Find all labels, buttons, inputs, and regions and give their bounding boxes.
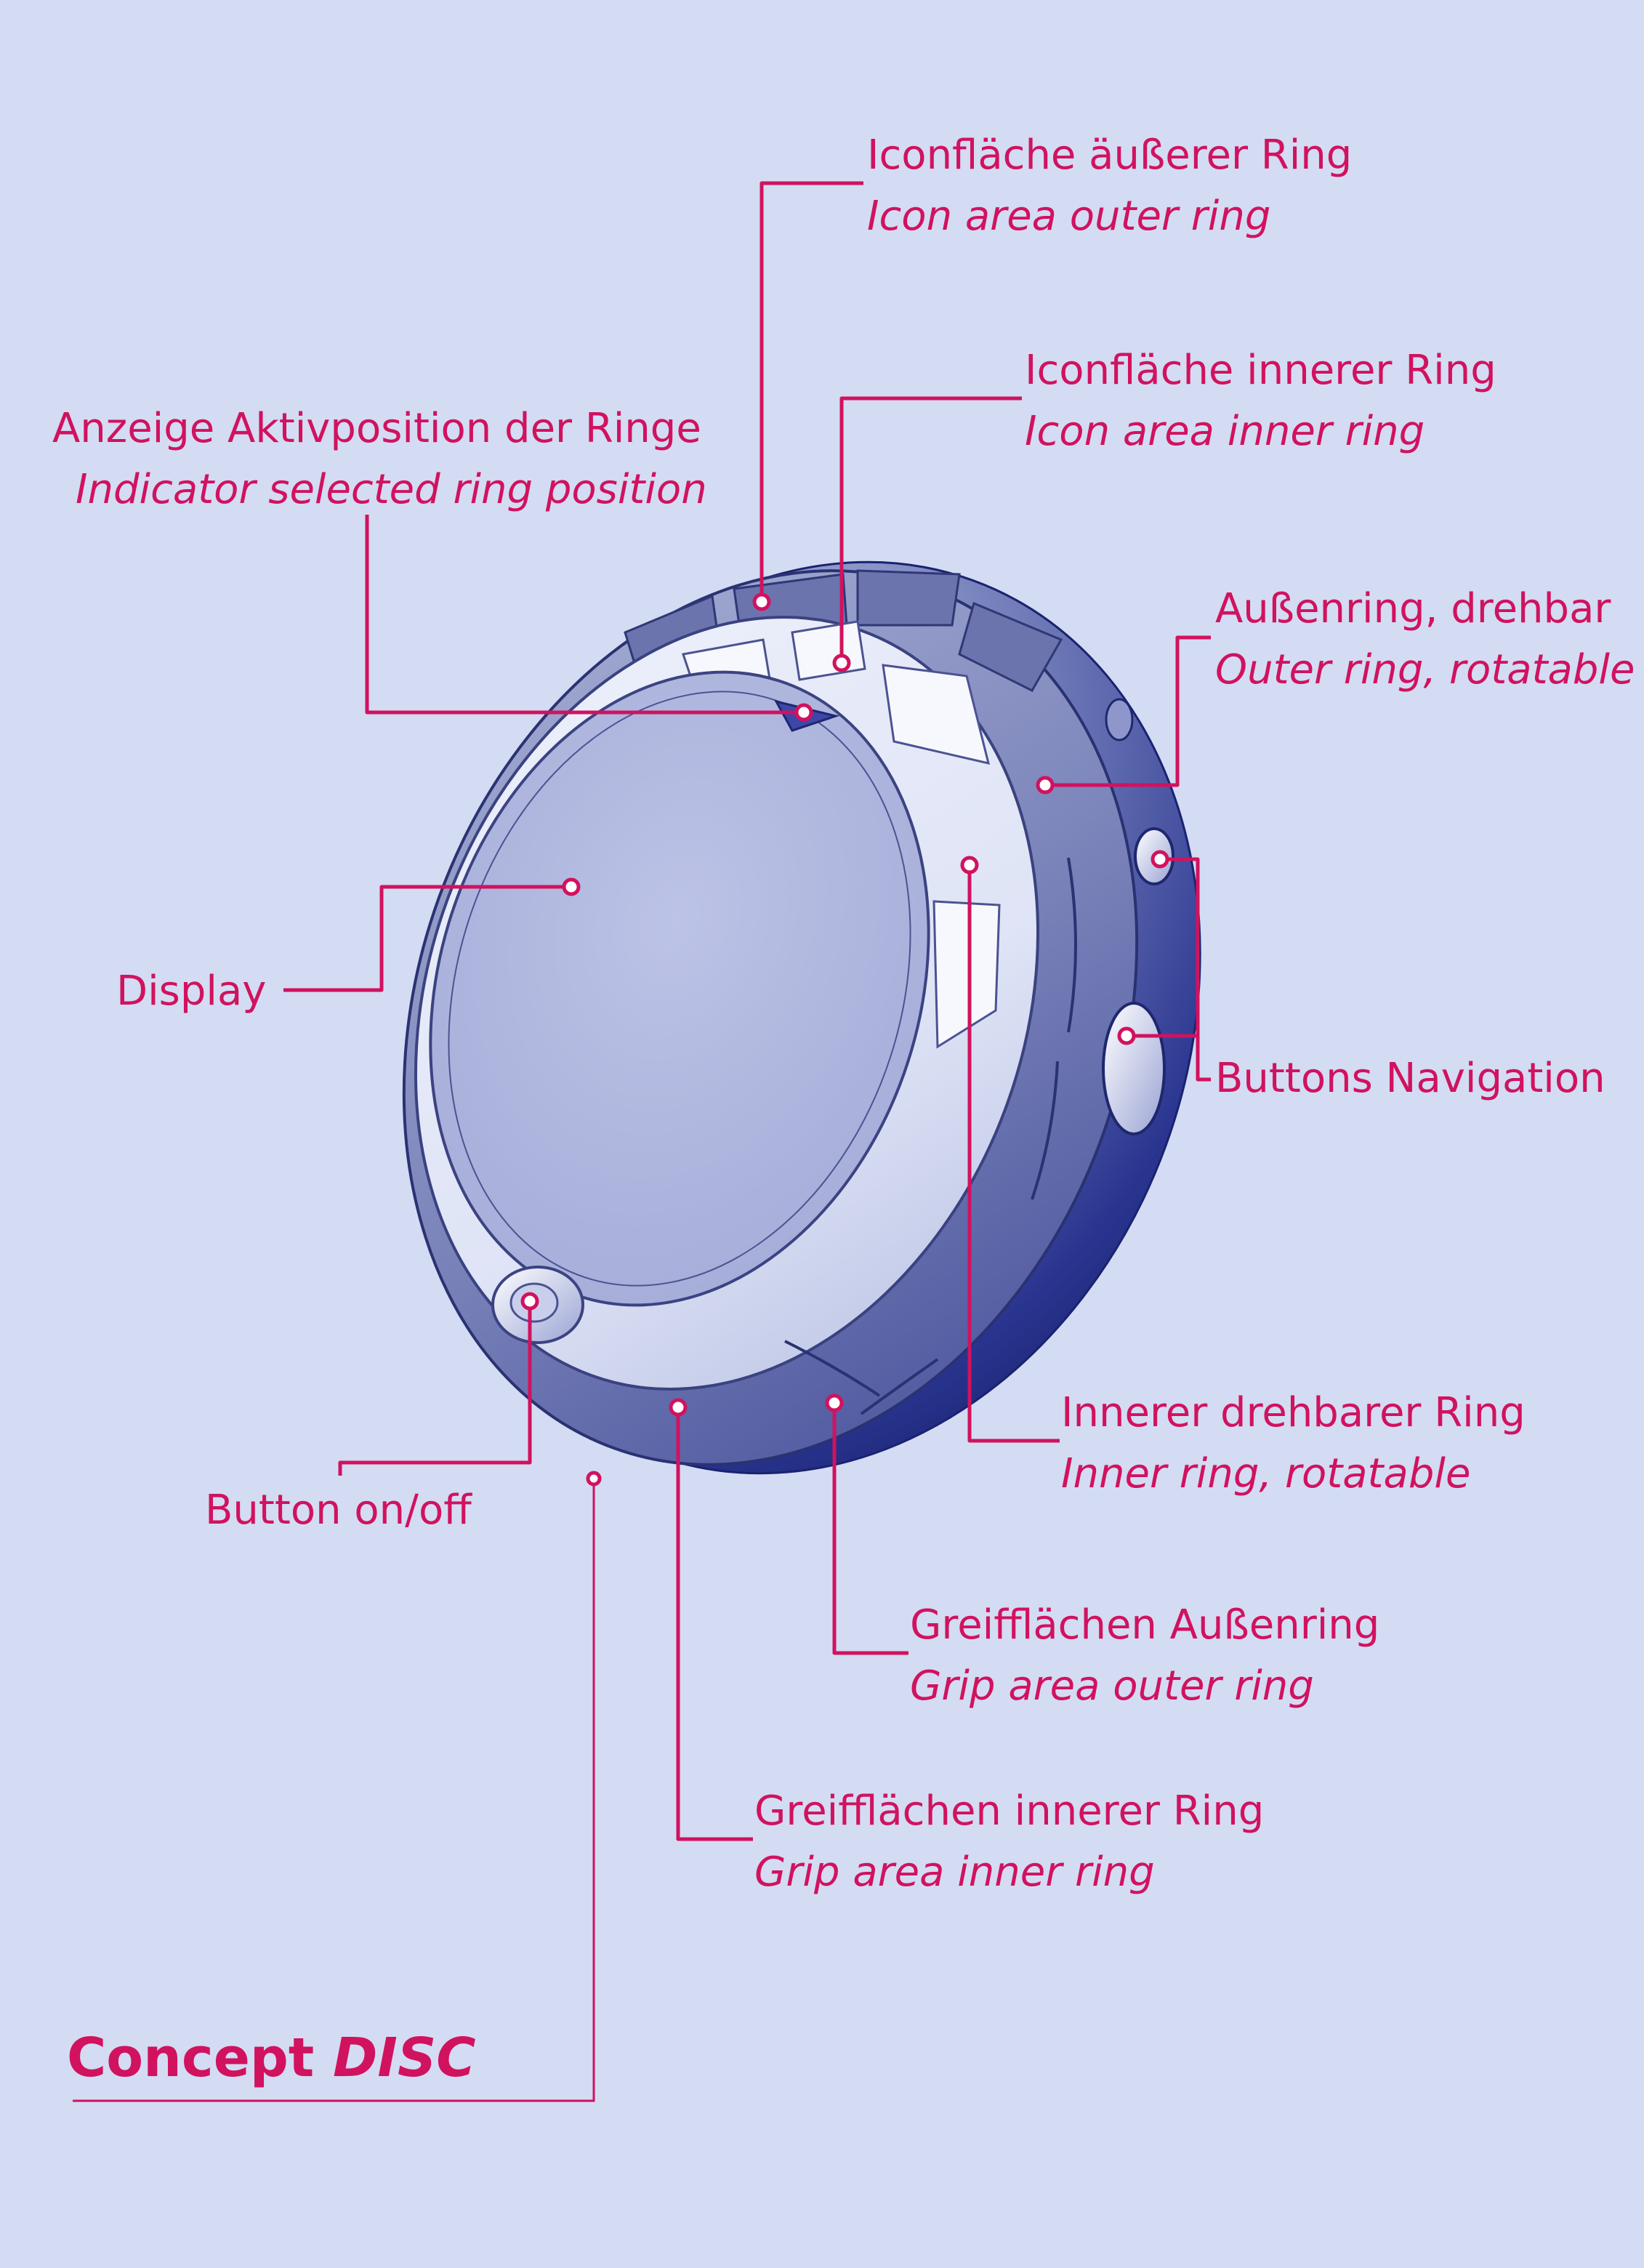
callout-button-on-off: Button on/off — [205, 1487, 472, 1534]
callout-label-de: Display — [116, 968, 266, 1015]
callout-label-de: Anzeige Aktivposition der Ringe — [52, 405, 701, 452]
callout-label-de: Button on/off — [205, 1487, 472, 1534]
callout-label-de: Buttons Navigation — [1215, 1055, 1605, 1102]
callout-label-de: Greifflächen Außenring — [910, 1601, 1379, 1649]
leader-outer-ring — [1045, 635, 1211, 787]
callout-label-en: Icon area outer ring — [867, 193, 1270, 240]
callout-inner-ring: Innerer drehbarer Ring Inner ring, rotat… — [1061, 1389, 1526, 1497]
callout-label-de: Greifflächen innerer Ring — [754, 1788, 1264, 1835]
callout-display: Display — [116, 968, 266, 1015]
grip-areas-shape — [784, 857, 1077, 1415]
callout-grip-inner-ring: Greifflächen innerer Ring Grip area inne… — [754, 1788, 1264, 1896]
callout-label-de: Iconfläche innerer Ring — [1025, 347, 1496, 394]
leader-lines — [73, 181, 1211, 2102]
concept-title-italic: DISC — [333, 2027, 476, 2089]
leader-button-on-off — [338, 1301, 532, 1476]
callout-label-en: Indicator selected ring position — [76, 466, 707, 513]
leader-icon-area-outer-ring — [759, 181, 863, 602]
leader-grip-inner-ring — [676, 1407, 753, 1841]
callout-label-de: Außenring, drehbar — [1215, 585, 1611, 632]
display-shape — [429, 670, 930, 1307]
leader-grip-outer-ring — [832, 1403, 908, 1655]
callout-label-en: Grip area inner ring — [754, 1849, 1155, 1896]
leader-icon-area-inner-ring — [839, 396, 1022, 663]
callout-label-en: Grip area outer ring — [910, 1662, 1314, 1710]
leader-buttons-navigation — [1165, 857, 1211, 1082]
leader-inner-ring — [967, 865, 1060, 1443]
callout-outer-ring: Außenring, drehbar Outer ring, rotatable — [1215, 585, 1635, 693]
callout-label-en: Inner ring, rotatable — [1061, 1450, 1470, 1497]
callout-icon-area-inner-ring: Iconfläche innerer Ring Icon area inner … — [1025, 347, 1496, 455]
leader-display — [283, 885, 571, 992]
callout-label-de: Iconfläche äußerer Ring — [867, 132, 1352, 179]
concept-title: Concept DISC — [67, 2027, 476, 2089]
callout-label-de: Innerer drehbarer Ring — [1061, 1389, 1526, 1436]
inner-ring-icon-tiles — [682, 620, 1001, 1049]
callout-label-en: Outer ring, rotatable — [1215, 646, 1635, 693]
leader-title — [73, 1479, 595, 2102]
callout-buttons-navigation: Buttons Navigation — [1215, 1055, 1605, 1102]
callout-grip-outer-ring: Greifflächen Außenring Grip area outer r… — [910, 1601, 1379, 1710]
callout-icon-area-outer-ring: Iconfläche äußerer Ring Icon area outer … — [867, 132, 1352, 240]
leader-dots — [520, 592, 1169, 1487]
leader-indicator — [365, 515, 804, 715]
disc-device — [402, 560, 1201, 1475]
callout-label-en: Icon area inner ring — [1025, 408, 1425, 455]
concept-title-bold: Concept — [67, 2027, 333, 2089]
callout-indicator: Anzeige Aktivposition der Ringe Indicato… — [52, 405, 707, 513]
